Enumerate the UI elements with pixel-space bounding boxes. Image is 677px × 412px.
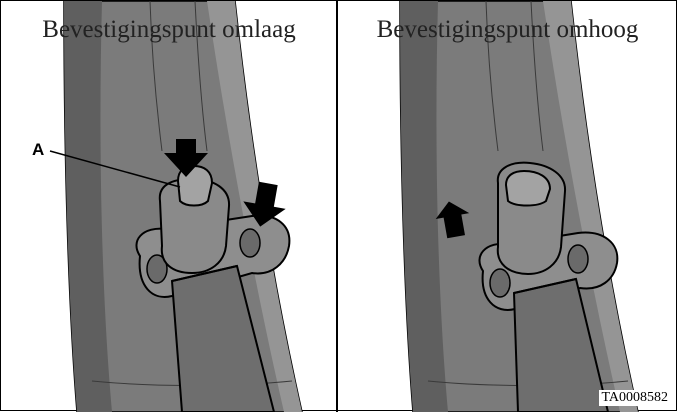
arrow-up-icon [435, 201, 470, 239]
groove-line [194, 1, 208, 152]
belt-fold [513, 278, 577, 294]
d-ring-hole [146, 254, 168, 284]
pillar-shadow [400, 1, 448, 412]
callout-leader [49, 150, 181, 188]
d-ring-hole [239, 228, 261, 258]
panel-anchor-down: Bevestigingspunt omlaag A [2, 1, 336, 412]
panel-anchor-up: Bevestigingspunt omhoog [338, 1, 677, 412]
d-ring-hole [567, 244, 589, 274]
pillar-shadow [64, 1, 112, 412]
groove-line [485, 1, 499, 152]
release-button [504, 169, 552, 207]
callout-label-a: A [32, 140, 45, 159]
d-ring-hole [489, 268, 511, 298]
panel-title: Bevestigingspunt omhoog [376, 16, 639, 43]
arrow-down-icon [164, 139, 208, 177]
figure-code: TA0008582 [599, 390, 670, 406]
arrow-down-icon [243, 181, 286, 227]
panel-title: Bevestigingspunt omlaag [42, 16, 296, 43]
groove-line [149, 1, 163, 152]
belt-fold [171, 265, 238, 282]
illustration-anchor-down [49, 1, 303, 412]
pillar-highlight [543, 1, 638, 412]
panel-divider [336, 1, 338, 412]
illustration-anchor-up [399, 1, 639, 412]
groove-line [530, 1, 544, 152]
